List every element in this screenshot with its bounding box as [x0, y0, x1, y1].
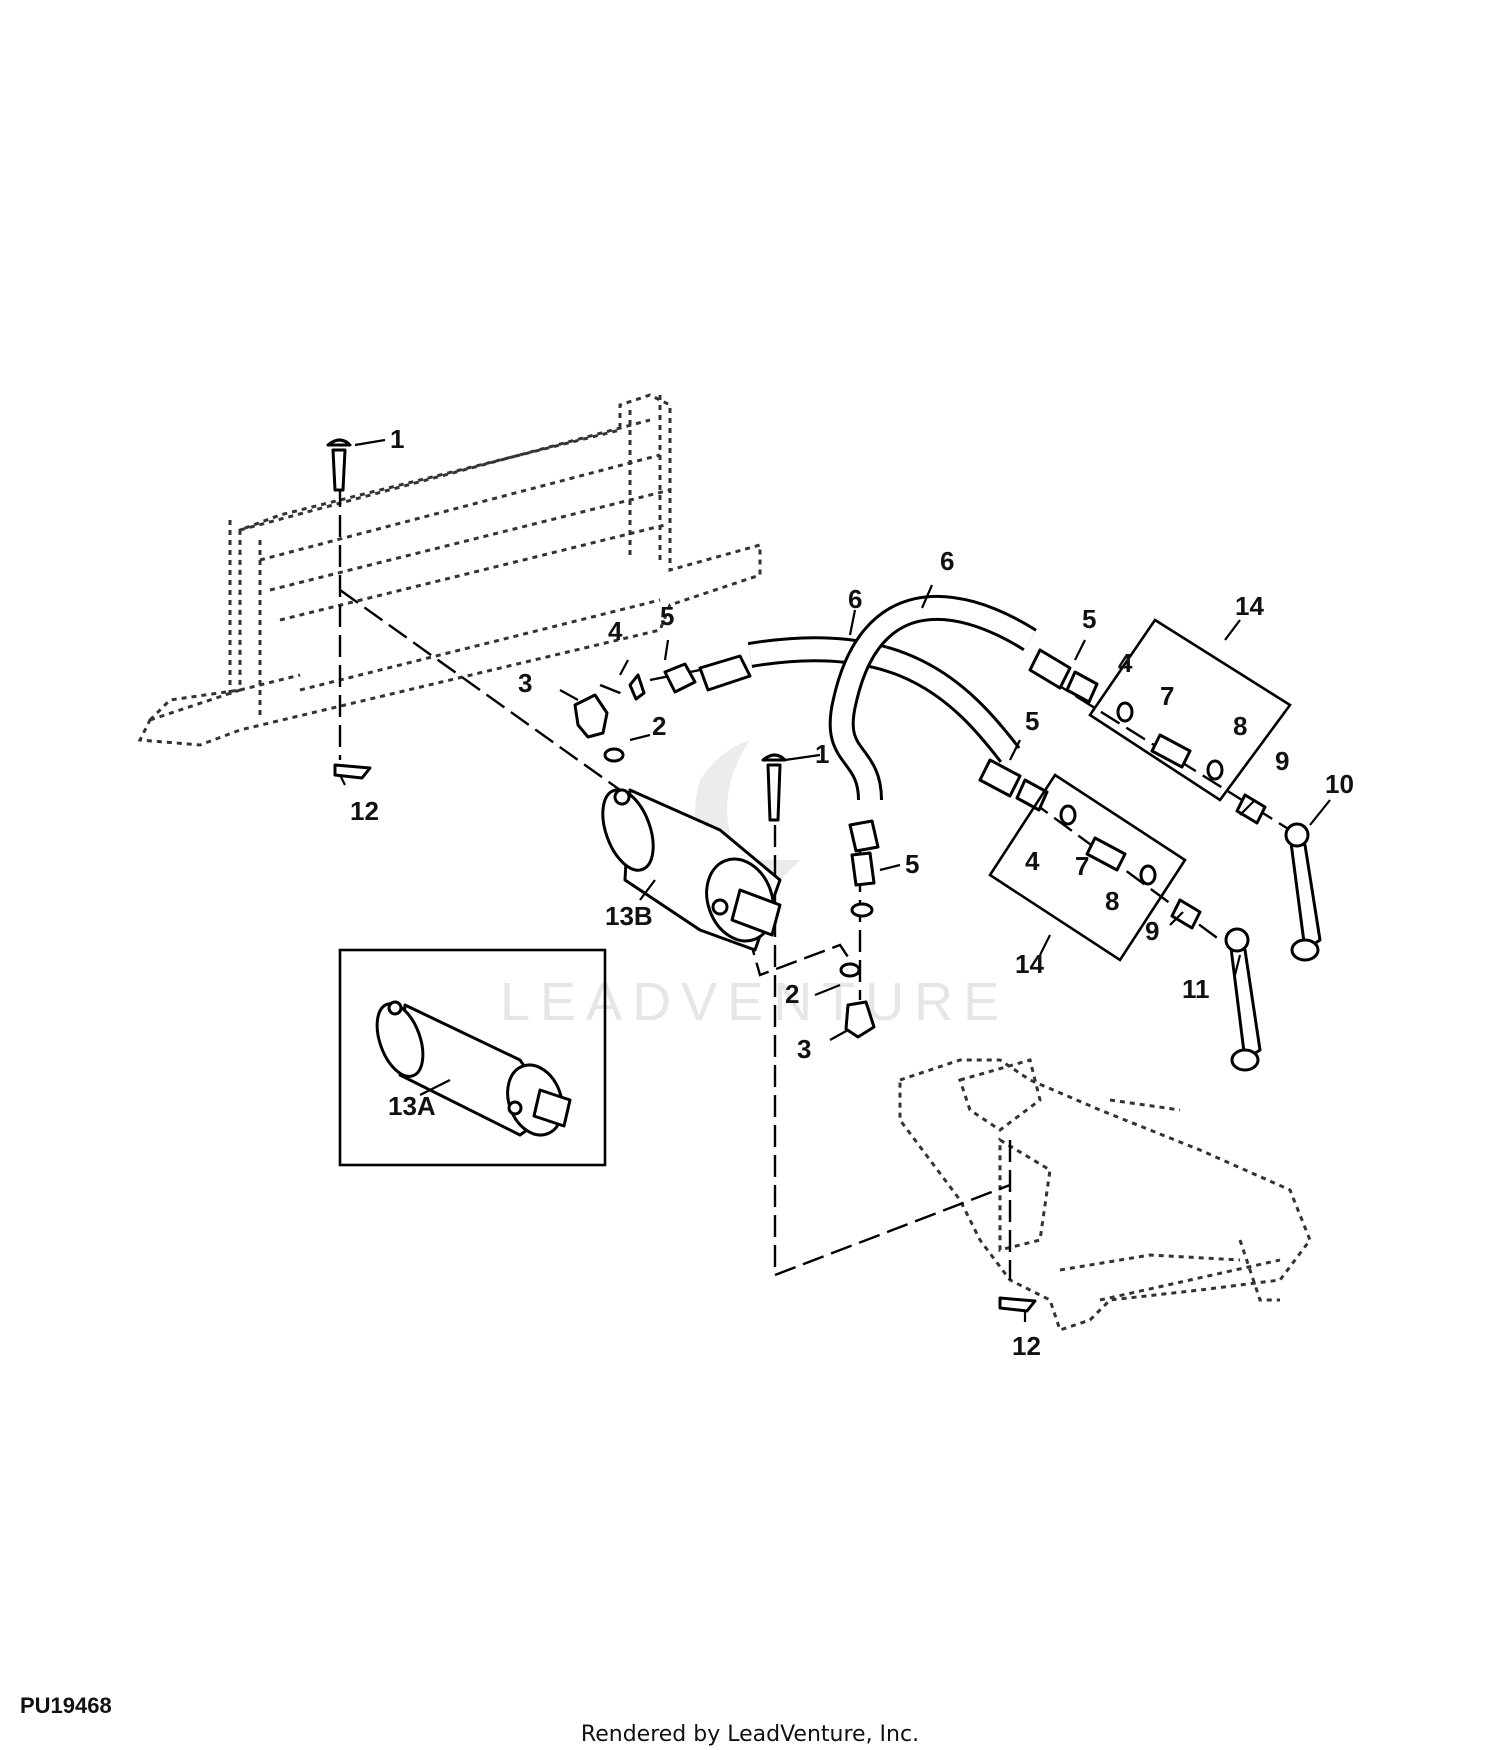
- callout-3-upper: 3: [518, 668, 532, 698]
- front-frame-ghost: [137, 393, 762, 747]
- pin-lower: [761, 753, 787, 822]
- o-ring-lower-mid: [850, 902, 874, 918]
- cylinder-13a: [375, 1000, 572, 1137]
- o-ring-kit-upper-2: [1206, 759, 1224, 781]
- callout-4-kit-upper: 4: [1118, 648, 1133, 678]
- callout-2-lower: 2: [785, 979, 799, 1009]
- callout-7-kit-upper: 7: [1160, 681, 1174, 711]
- watermark: LEADVENTURE: [500, 972, 1009, 1032]
- callout-12-right: 12: [1012, 1331, 1041, 1361]
- elbow-fitting-lower: [844, 1000, 876, 1039]
- rear-axle-ghost: [898, 1058, 1312, 1332]
- callout-11: 11: [1182, 974, 1210, 1004]
- hose-end-upper: [698, 654, 752, 692]
- inset-box-13a: [338, 948, 607, 1167]
- callout-10: 10: [1325, 769, 1354, 799]
- adapter-fitting-lower: [850, 851, 876, 887]
- fitting-kit-upper: [1150, 733, 1192, 769]
- callout-5-upper-left: 5: [660, 601, 674, 631]
- callout-4-upper-left: 4: [608, 616, 623, 646]
- o-ring-kit-lower-2: [1139, 864, 1157, 886]
- callout-14-upper: 14: [1235, 591, 1264, 621]
- adapter-fitting-upper: [663, 662, 697, 694]
- hose-end-right-lower: [978, 758, 1022, 798]
- callout-8-kit-upper: 8: [1233, 711, 1247, 741]
- leader-lines: [339, 438, 1331, 1322]
- callout-13a: 13A: [388, 1091, 436, 1121]
- figure-code: PU19468: [20, 1693, 112, 1718]
- adapter-right-lower: [1015, 778, 1049, 812]
- callout-7-kit-lower: 7: [1075, 851, 1089, 881]
- kit-box-upper: [1088, 618, 1292, 802]
- callout-3-lower: 3: [797, 1034, 811, 1064]
- hydraulic-hoses: [747, 594, 1037, 801]
- kit-box-lower: [988, 773, 1187, 962]
- callout-6-left: 6: [848, 584, 862, 614]
- callout-12-left: 12: [350, 796, 379, 826]
- callout-9-lower: 9: [1145, 916, 1159, 946]
- fitting-9-lower: [1170, 898, 1202, 930]
- o-ring-lower-left: [603, 747, 625, 763]
- callout-5-lower: 5: [905, 849, 919, 879]
- hose-end-lower: [848, 819, 880, 853]
- callout-14-lower: 14: [1015, 949, 1044, 979]
- cotter-pin-left: [333, 763, 372, 780]
- callout-5-upper-right: 5: [1082, 604, 1096, 634]
- o-ring-kit-upper: [1116, 701, 1134, 723]
- hose-end-right-upper: [1028, 648, 1072, 690]
- o-ring-upper: [628, 673, 646, 701]
- adapter-right-upper: [1065, 670, 1099, 704]
- callout-6-right: 6: [940, 546, 954, 576]
- fitting-9-upper: [1235, 793, 1267, 825]
- callout-1-lower: 1: [815, 739, 829, 769]
- elbow-fitting-upper: [573, 693, 609, 739]
- o-ring-lower: [839, 962, 861, 978]
- callout-4-kit-lower: 4: [1025, 846, 1040, 876]
- callout-5-mid-right: 5: [1025, 706, 1039, 736]
- callout-9-upper: 9: [1275, 746, 1289, 776]
- fitting-kit-lower: [1085, 836, 1127, 872]
- tie-rod-10: [1284, 822, 1322, 962]
- callout-8-kit-lower: 8: [1105, 886, 1119, 916]
- pin-upper: [326, 438, 352, 492]
- render-credit: Rendered by LeadVenture, Inc.: [580, 1722, 920, 1747]
- callout-1-upper: 1: [390, 424, 404, 454]
- callout-2-upper: 2: [652, 711, 666, 741]
- o-ring-kit-lower: [1059, 804, 1077, 826]
- cotter-pin-right: [998, 1296, 1037, 1313]
- tie-rod-11: [1224, 927, 1262, 1072]
- cylinder-13b: [601, 788, 782, 952]
- callout-13b: 13B: [605, 901, 653, 931]
